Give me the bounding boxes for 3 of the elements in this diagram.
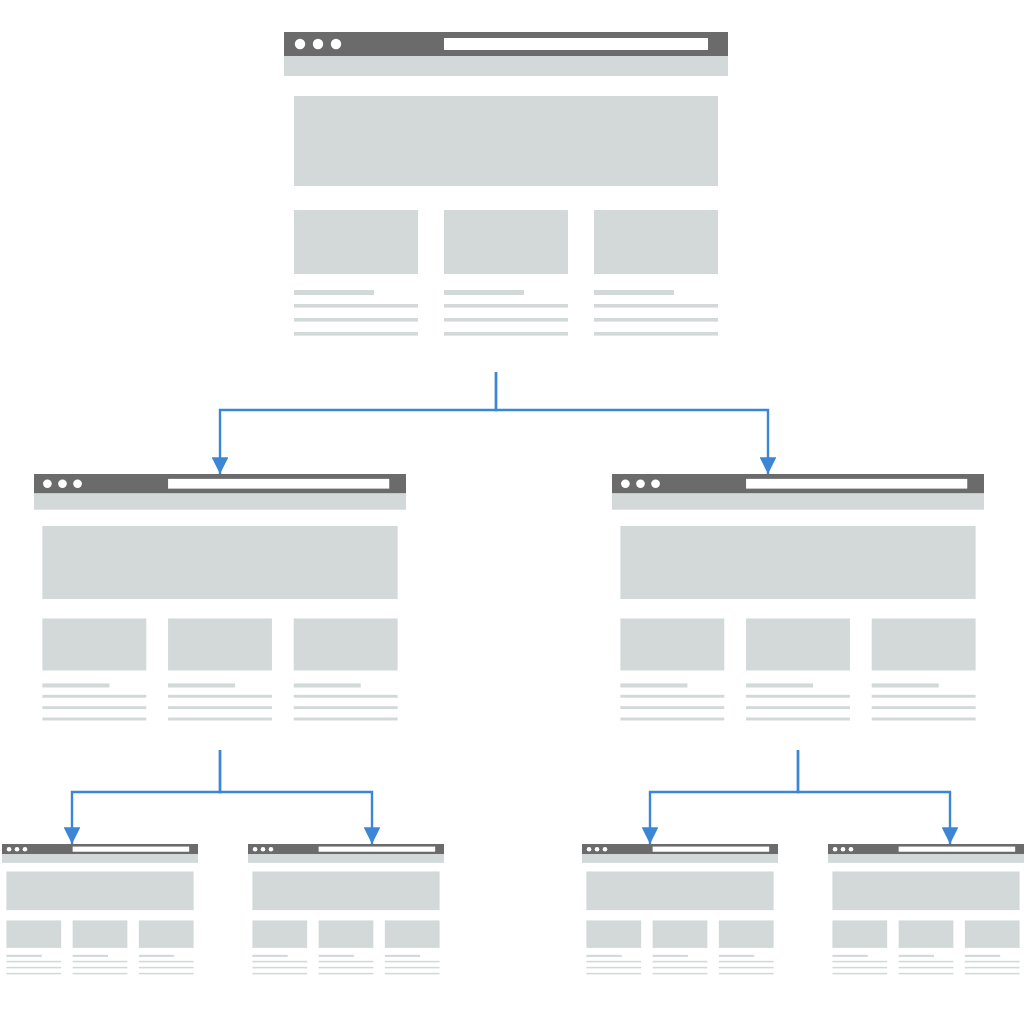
arrow [796, 750, 959, 844]
arrow [218, 750, 381, 844]
arrow [494, 372, 777, 474]
